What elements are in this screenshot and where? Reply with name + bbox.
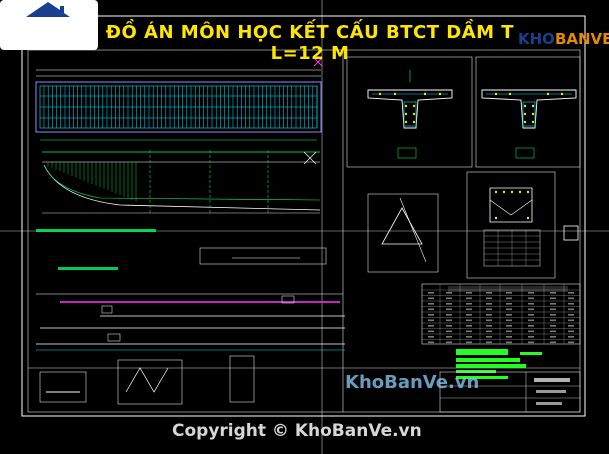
copyright-text: Copyright © KhoBanVe.vn [172, 421, 422, 441]
cross-section-right [475, 56, 581, 168]
cross-section-left [346, 56, 473, 168]
steel-quantity-table [421, 283, 581, 345]
rebar-bending-schedule [36, 247, 345, 351]
watermark-text: KhoBanVe.vn [345, 372, 480, 393]
logo [0, 0, 98, 50]
inner-border [27, 49, 581, 413]
logo-brand-b: BANVE [554, 30, 609, 48]
moment-envelope [42, 150, 321, 215]
house-icon [26, 2, 70, 17]
logo-brand-a: KHO [518, 30, 555, 48]
beam-elevation [35, 57, 323, 141]
notes-block [456, 349, 542, 379]
title-block [439, 371, 581, 413]
reinforcement-detail [466, 171, 579, 279]
sheet-border [21, 15, 586, 417]
logo-text: KHOBANVE [518, 30, 609, 48]
drawing-title: ĐỒ ÁN MÔN HỌC KẾT CẤU BTCT DẦM T L=12 M [105, 22, 515, 64]
